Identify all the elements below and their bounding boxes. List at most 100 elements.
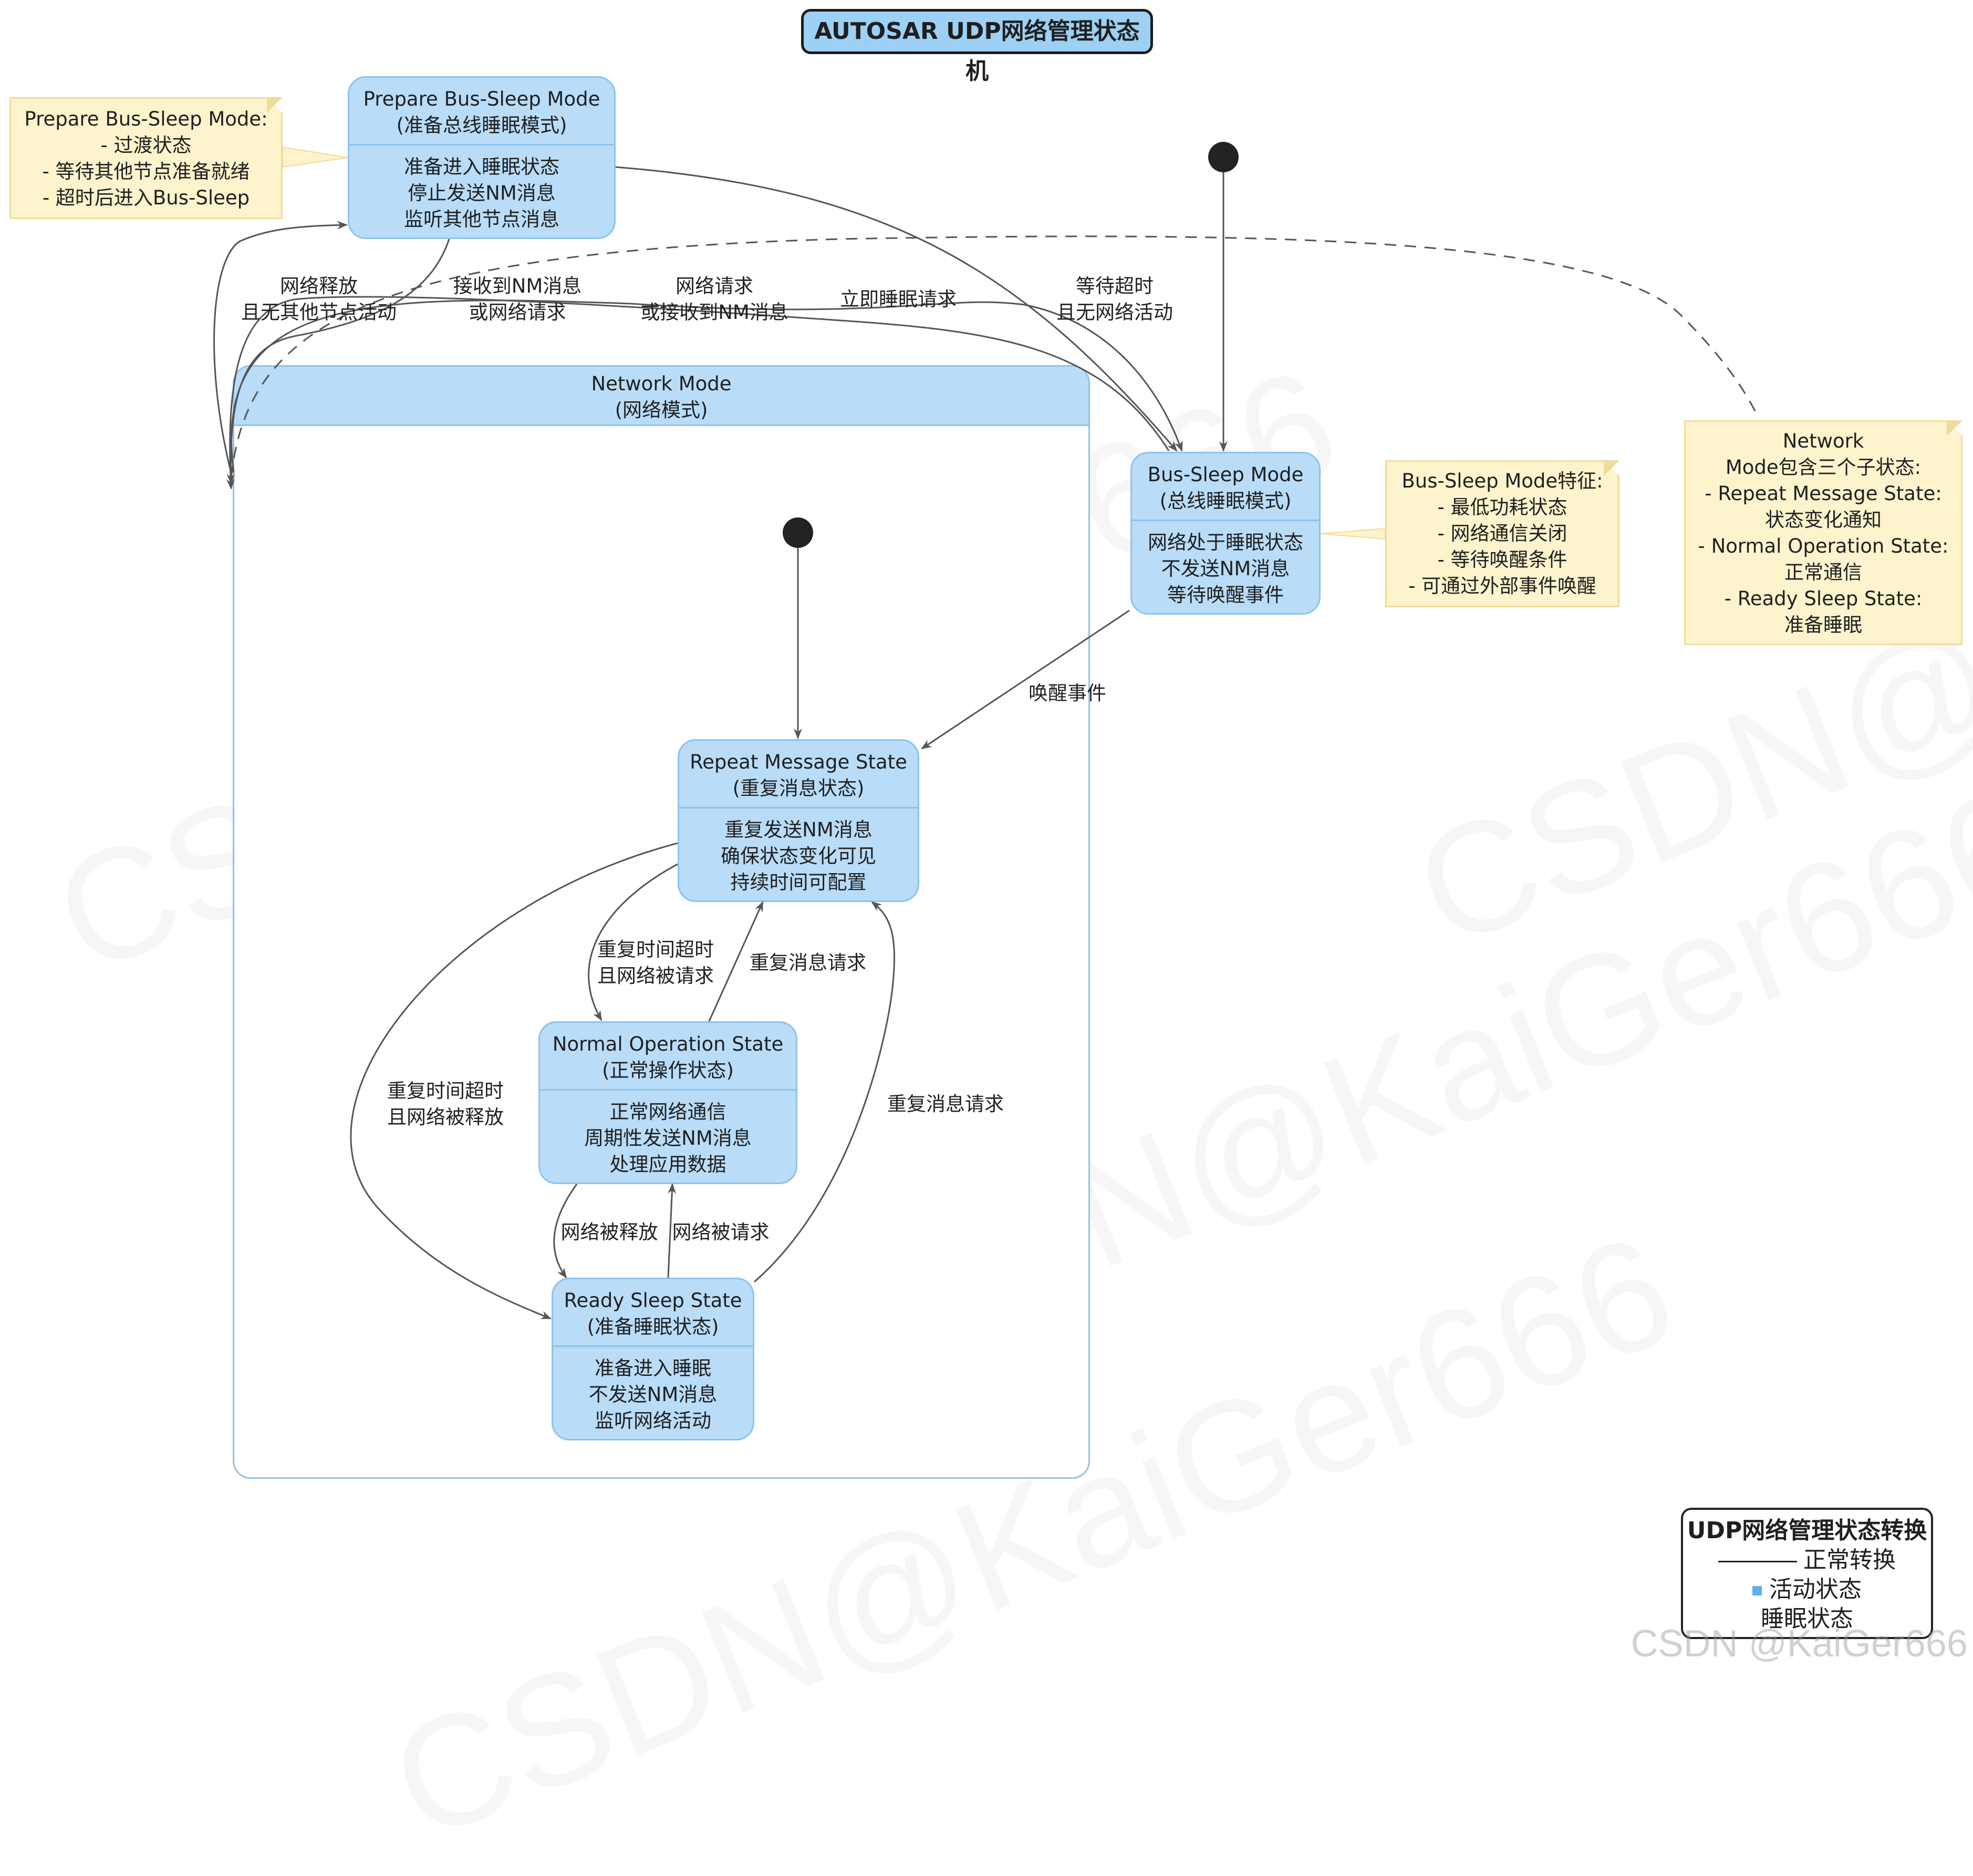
legend-row-normal-transition: 正常转换	[1683, 1546, 1931, 1575]
state-desc-line: 网络处于睡眠状态	[1148, 531, 1303, 554]
state-title: Bus-Sleep Mode (总线睡眠模式)	[1132, 453, 1319, 521]
transition-label-repeat-timeout-released: 重复时间超时 且网络被释放	[387, 1080, 504, 1128]
state-normal-operation: Normal Operation State (正常操作状态) 正常网络通信 周…	[538, 1021, 797, 1184]
state-title: Ready Sleep State (准备睡眠状态)	[553, 1279, 753, 1347]
note-line: Bus-Sleep Mode特征:	[1401, 470, 1603, 492]
transition-label-net-requested: 网络被请求	[672, 1221, 770, 1243]
state-desc-line: 监听网络活动	[595, 1409, 711, 1432]
legend-row-active-state: 活动状态	[1683, 1575, 1931, 1604]
transition-label-repeat-request-1: 重复消息请求	[750, 951, 866, 974]
note-fold	[1947, 420, 1962, 436]
arrow-network-to-prepare	[213, 221, 348, 473]
arrow-bus-sleep-to-repeat	[921, 609, 1130, 750]
arrow-repeat-to-normal	[588, 863, 678, 1021]
state-desc-line: 处理应用数据	[609, 1153, 726, 1176]
arrow-normal-to-ready	[553, 1184, 578, 1279]
state-name: Ready Sleep State	[564, 1289, 742, 1312]
network-mode-header: Network Mode (网络模式)	[234, 367, 1088, 426]
state-name: Prepare Bus-Sleep Mode	[363, 88, 600, 110]
state-subtitle: (准备睡眠状态)	[587, 1315, 719, 1338]
arrow-ready-to-normal	[667, 1183, 677, 1278]
note-line: Mode包含三个子状态:	[1725, 456, 1922, 479]
note-fold	[1604, 460, 1619, 476]
note-fold	[267, 97, 283, 113]
state-body: 重复发送NM消息 确保状态变化可见 持续时间可配置	[679, 809, 918, 900]
state-desc-line: 正常网络通信	[609, 1101, 726, 1123]
state-name: Bus-Sleep Mode	[1147, 463, 1304, 486]
transition-label-repeat-request-2: 重复消息请求	[887, 1093, 1004, 1115]
note-network-mode: Network Mode包含三个子状态: - Repeat Message St…	[1684, 420, 1962, 645]
note-connector-network	[230, 235, 1758, 479]
state-desc-line: 周期性发送NM消息	[584, 1127, 752, 1149]
note-line: - 等待唤醒条件	[1437, 548, 1567, 571]
note-bus-sleep: Bus-Sleep Mode特征: - 最低功耗状态 - 网络通信关闭 - 等待…	[1385, 460, 1619, 607]
state-desc-line: 不发送NM消息	[588, 1383, 718, 1406]
note-line: 状态变化通知	[1765, 509, 1882, 531]
state-body: 正常网络通信 周期性发送NM消息 处理应用数据	[540, 1091, 796, 1183]
state-body: 准备进入睡眠 不发送NM消息 监听网络活动	[553, 1347, 753, 1439]
network-mode-title: Network Mode	[591, 372, 732, 395]
network-mode-subtitle: (网络模式)	[615, 399, 708, 421]
state-ready-sleep: Ready Sleep State (准备睡眠状态) 准备进入睡眠 不发送NM消…	[552, 1278, 754, 1440]
state-desc-line: 准备进入睡眠	[595, 1357, 711, 1380]
legend: UDP网络管理状态转换 正常转换 活动状态 睡眠状态	[1681, 1508, 1933, 1639]
state-subtitle: (重复消息状态)	[732, 777, 865, 800]
state-subtitle: (正常操作状态)	[602, 1059, 734, 1082]
legend-line-swatch	[1718, 1560, 1797, 1562]
transition-arrows	[213, 146, 1758, 1320]
note-line: 正常通信	[1784, 561, 1862, 584]
transition-label-wait-timeout: 等待超时 且无网络活动	[1056, 275, 1173, 324]
state-subtitle: (总线睡眠模式)	[1159, 490, 1292, 512]
transition-label-net-request: 网络请求 或接收到NM消息	[640, 275, 788, 324]
arrow-network-to-bus-sleep	[231, 299, 1183, 473]
initial-node-top	[1208, 142, 1239, 172]
state-desc-line: 停止发送NM消息	[408, 182, 556, 204]
footer-watermark: CSDN @KaiGer666	[1631, 1623, 1968, 1665]
state-body: 准备进入睡眠状态 停止发送NM消息 监听其他节点消息	[349, 146, 614, 237]
arrow-prepare-to-bus-sleep	[615, 166, 1178, 452]
state-name: Repeat Message State	[690, 751, 907, 773]
note-line: - 超时后进入Bus-Sleep	[42, 186, 250, 209]
legend-row-sleep-state: 睡眠状态	[1761, 1605, 1853, 1632]
note-prepare-bus-sleep: Prepare Bus-Sleep Mode: - 过渡状态 - 等待其他节点准…	[9, 97, 283, 219]
note-line: - 网络通信关闭	[1437, 522, 1567, 545]
transition-label-immediate-sleep: 立即睡眠请求	[840, 288, 957, 310]
arrow-normal-to-repeat	[708, 901, 764, 1022]
note-line: 准备睡眠	[1784, 614, 1862, 636]
transition-label-wakeup: 唤醒事件	[1029, 682, 1106, 704]
arrow-bus-sleep-to-network	[226, 296, 1170, 490]
state-desc-line: 不发送NM消息	[1161, 557, 1290, 580]
state-desc-line: 等待唤醒事件	[1167, 584, 1284, 606]
state-repeat-message: Repeat Message State (重复消息状态) 重复发送NM消息 确…	[678, 739, 919, 902]
state-body: 网络处于睡眠状态 不发送NM消息 等待唤醒事件	[1132, 521, 1319, 613]
state-subtitle: (准备总线睡眠模式)	[396, 114, 567, 137]
state-desc-line: 监听其他节点消息	[404, 208, 559, 231]
legend-title: UDP网络管理状态转换	[1687, 1517, 1927, 1544]
note-line: - Ready Sleep State:	[1724, 587, 1923, 610]
state-title: Prepare Bus-Sleep Mode (准备总线睡眠模式)	[349, 78, 614, 146]
state-bus-sleep: Bus-Sleep Mode (总线睡眠模式) 网络处于睡眠状态 不发送NM消息…	[1130, 452, 1321, 615]
note-connector-bus-sleep	[1320, 527, 1386, 540]
diagram-title: AUTOSAR UDP网络管理状态机	[801, 9, 1153, 85]
state-desc-line: 重复发送NM消息	[724, 818, 873, 841]
initial-node-network	[783, 517, 813, 548]
note-line: - Normal Operation State:	[1698, 535, 1949, 557]
arrow-ready-to-repeat	[754, 901, 896, 1283]
note-line: - 过渡状态	[100, 134, 192, 157]
note-line: - 等待其他节点准备就绪	[42, 160, 250, 183]
transition-label-net-release: 网络释放 且无其他节点活动	[241, 275, 397, 324]
transition-label-repeat-timeout-requested: 重复时间超时 且网络被请求	[597, 938, 714, 987]
note-line: - 最低功耗状态	[1437, 496, 1567, 519]
state-name: Normal Operation State	[552, 1033, 784, 1055]
note-line: Network	[1782, 430, 1864, 452]
arrow-repeat-to-ready	[350, 842, 678, 1320]
state-title: Normal Operation State (正常操作状态)	[540, 1023, 796, 1091]
transition-label-recv-nm: 接收到NM消息 或网络请求	[453, 275, 582, 324]
state-desc-line: 准备进入睡眠状态	[404, 156, 559, 178]
state-desc-line: 确保状态变化可见	[721, 845, 876, 867]
note-line: - 可通过外部事件唤醒	[1408, 575, 1597, 597]
state-desc-line: 持续时间可配置	[730, 871, 867, 894]
note-connector-prepare	[282, 146, 348, 168]
transition-label-net-released: 网络被释放	[560, 1221, 658, 1243]
state-title: Repeat Message State (重复消息状态)	[679, 741, 918, 809]
